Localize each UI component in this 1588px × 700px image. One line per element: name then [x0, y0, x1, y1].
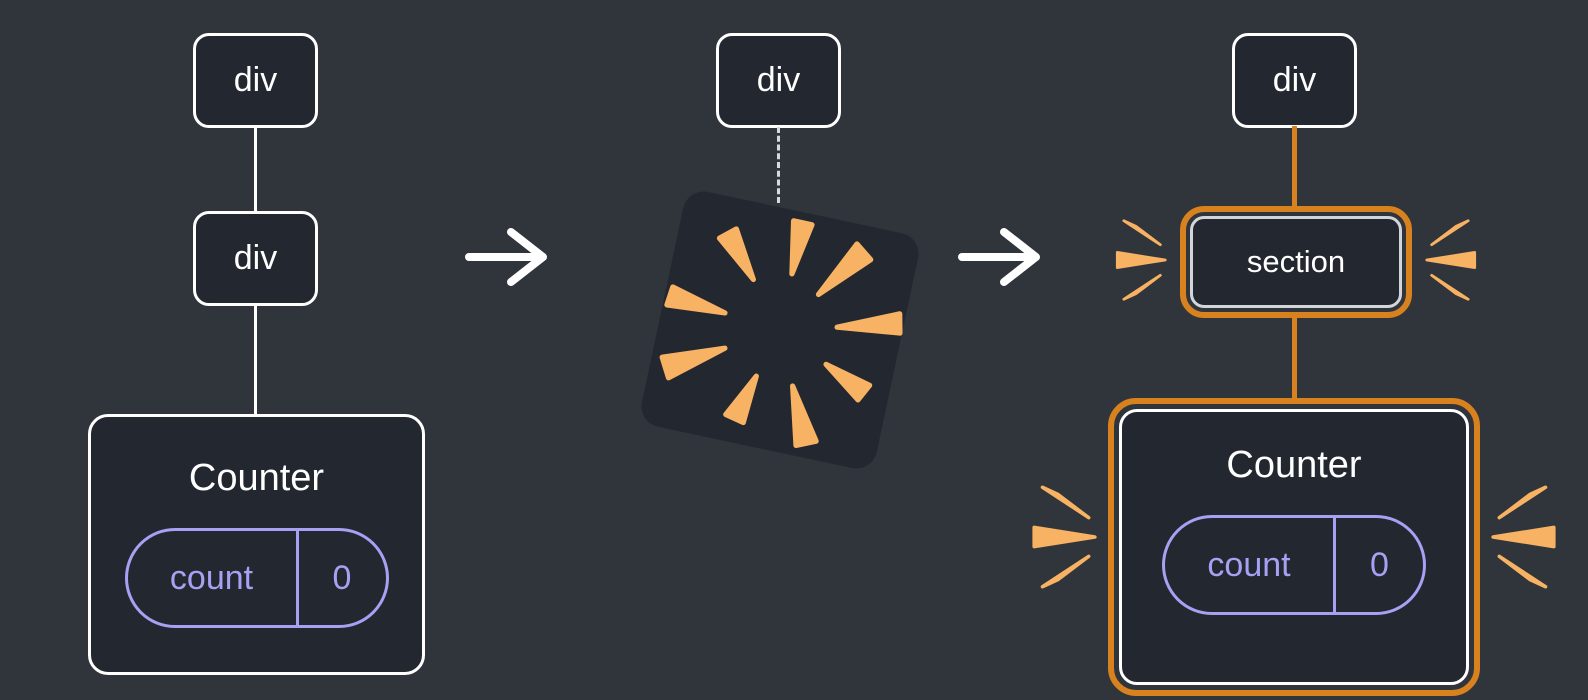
spark-cluster-icon — [1425, 219, 1477, 301]
state-pill: count 0 — [124, 528, 389, 628]
connector-line — [254, 304, 257, 416]
counter-title: Counter — [1226, 444, 1362, 486]
after-root-node: div — [1232, 33, 1357, 128]
state-key: count — [1207, 545, 1291, 584]
dashed-connector-line — [777, 127, 780, 203]
spark-cluster-icon — [1032, 485, 1097, 589]
highlighted-connector-line — [1292, 318, 1297, 398]
after-child-node-highlight: section — [1180, 206, 1412, 318]
after-root-label: div — [1272, 61, 1317, 99]
after-child-node: section — [1190, 216, 1402, 308]
transition-root-node: div — [716, 33, 841, 128]
counter-title: Counter — [188, 457, 325, 499]
state-pill: count 0 — [1162, 515, 1426, 615]
right-arrow-icon — [958, 228, 1040, 286]
before-root-label: div — [233, 61, 278, 99]
before-child-label: div — [233, 239, 278, 277]
connector-line — [254, 126, 257, 213]
transition-root-label: div — [756, 61, 801, 99]
before-counter-card: Counter count 0 — [88, 414, 425, 675]
spark-cluster-icon — [1491, 485, 1556, 589]
state-key: count — [169, 558, 254, 597]
state-value: 0 — [1333, 518, 1423, 612]
highlighted-connector-line — [1292, 126, 1297, 208]
after-counter-card: Counter count 0 — [1119, 409, 1469, 685]
after-child-label: section — [1246, 244, 1346, 279]
state-value: 0 — [295, 531, 386, 625]
right-arrow-icon — [465, 228, 547, 286]
after-counter-card-highlight: Counter count 0 — [1108, 398, 1480, 696]
destroyed-component-burst-icon — [641, 191, 919, 469]
before-child-node: div — [193, 211, 318, 306]
spark-cluster-icon — [1115, 219, 1167, 301]
before-root-node: div — [193, 33, 318, 128]
